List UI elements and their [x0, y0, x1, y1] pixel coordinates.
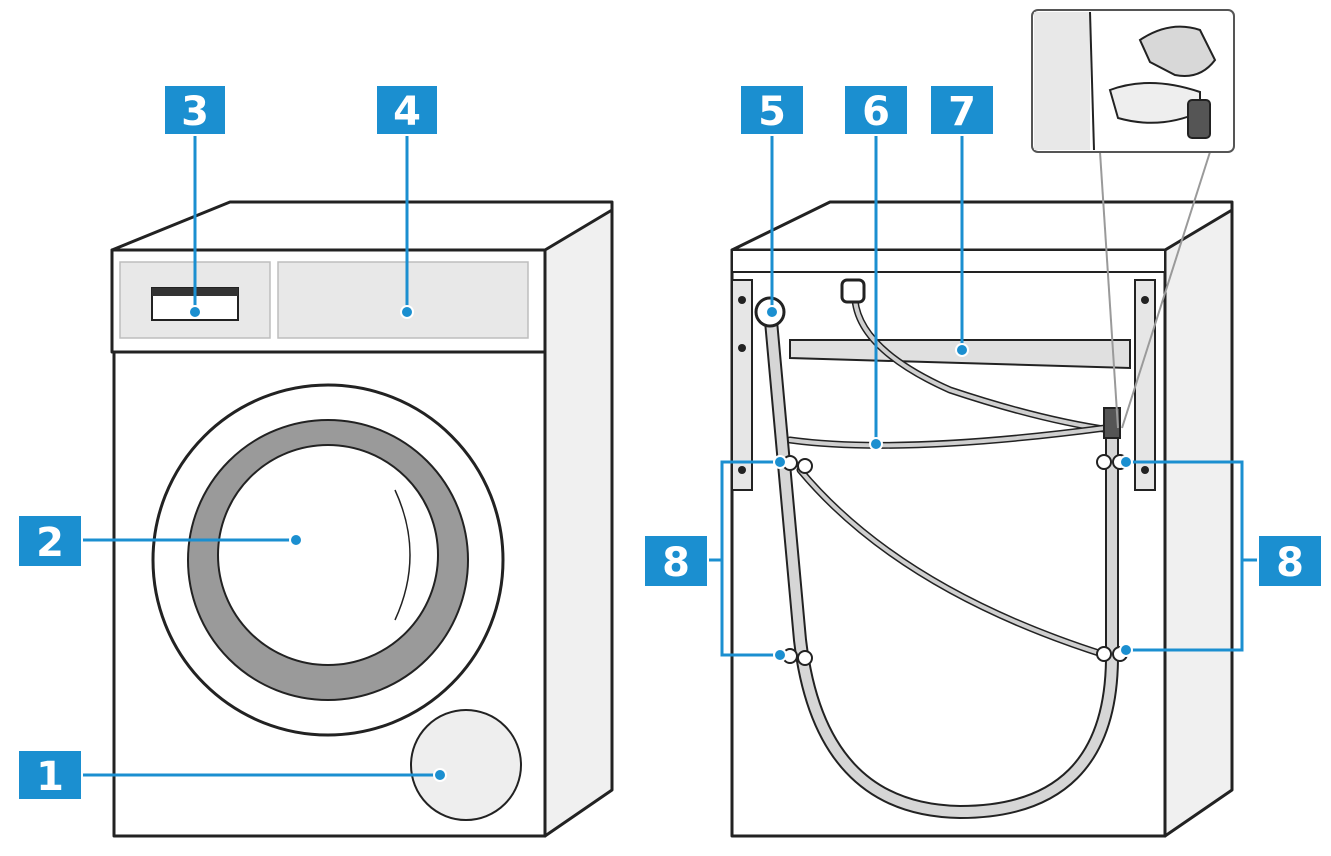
inset-pointer-line	[1121, 151, 1211, 429]
leader-8-right-dot	[1119, 643, 1133, 657]
callout-3-label: 3	[181, 89, 209, 135]
callout-4: 4	[375, 84, 439, 136]
leader-1-dot	[433, 768, 447, 782]
service-flap	[410, 709, 522, 821]
callout-2-label: 2	[36, 520, 64, 566]
callout-2-box	[17, 514, 83, 568]
inset-clip-ring	[1108, 82, 1201, 124]
leader-4-dot	[400, 305, 414, 319]
inset-wall	[1034, 12, 1090, 150]
hose-clip-detail-inset	[1031, 9, 1235, 429]
front-view-top	[110, 200, 614, 252]
bracket-bolt	[738, 466, 746, 474]
callout-3: 3	[163, 84, 227, 136]
callout-7-box	[929, 84, 995, 136]
power-plug	[840, 278, 866, 304]
leader-3-dot	[188, 305, 202, 319]
inset-pointer-line	[1099, 151, 1119, 429]
callout-8-right-box	[1257, 534, 1323, 588]
callout-7-label: 7	[948, 89, 976, 135]
callout-8-left-label: 8	[662, 540, 690, 586]
callout-2: 2	[17, 514, 83, 568]
rear-view-side-panel	[1163, 206, 1234, 838]
control-display-panel	[277, 261, 529, 339]
inset-hose-end	[1187, 99, 1211, 139]
front-view	[110, 200, 614, 838]
callout-6-box	[843, 84, 909, 136]
leader-2-dot	[289, 533, 303, 547]
drain-hose-end	[1103, 407, 1121, 439]
leader-lines	[82, 135, 1258, 782]
callout-4-box	[375, 84, 439, 136]
drain-hose-core	[765, 305, 1117, 818]
rear-view-top-strip	[731, 249, 1166, 273]
door-glass	[217, 444, 439, 666]
callout-6-label: 6	[862, 89, 890, 135]
inset-clip-top	[1138, 25, 1217, 77]
callout-8-left-box	[643, 534, 709, 588]
callout-1: 1	[17, 749, 83, 801]
rear-right-bracket	[1134, 279, 1156, 491]
bracket-bolt	[1141, 466, 1149, 474]
callout-8-left: 8	[643, 534, 709, 588]
leader-6-dot	[869, 437, 883, 451]
door-glass-reflection	[394, 489, 411, 621]
inlet-hose-line-core	[788, 426, 1107, 448]
hose-clip	[1096, 454, 1112, 470]
leader-8-right-bracket	[1126, 460, 1244, 652]
callout-3-box	[163, 84, 227, 136]
power-cable-core	[853, 298, 1112, 432]
inset-edge	[1089, 11, 1095, 151]
hose-clip	[797, 650, 813, 666]
callout-1-box	[17, 749, 83, 801]
diagonal-hose-core	[798, 468, 1107, 657]
bracket-bolt	[738, 344, 746, 352]
front-view-side-panel	[543, 206, 614, 838]
callout-1-label: 1	[36, 754, 64, 800]
leader-8-right-dot	[1119, 455, 1133, 469]
callout-8-right: 8	[1257, 534, 1323, 588]
callout-5-box	[739, 84, 805, 136]
hose-clip	[1096, 646, 1112, 662]
callout-5: 5	[739, 84, 805, 136]
leader-5-dot	[765, 305, 779, 319]
leader-8-left-dot	[773, 648, 787, 662]
rear-view	[730, 200, 1234, 838]
callout-5-label: 5	[758, 89, 786, 135]
callout-6: 6	[843, 84, 909, 136]
bracket-bolt	[1141, 296, 1149, 304]
leader-7-dot	[955, 343, 969, 357]
rear-view-top	[730, 200, 1234, 252]
hose-clip	[797, 458, 813, 474]
rear-left-bracket	[731, 279, 753, 491]
callout-4-label: 4	[393, 89, 421, 135]
callout-8-right-label: 8	[1276, 540, 1304, 586]
leader-8-left-dot	[773, 455, 787, 469]
bracket-bolt	[738, 296, 746, 304]
callout-7: 7	[929, 84, 995, 136]
